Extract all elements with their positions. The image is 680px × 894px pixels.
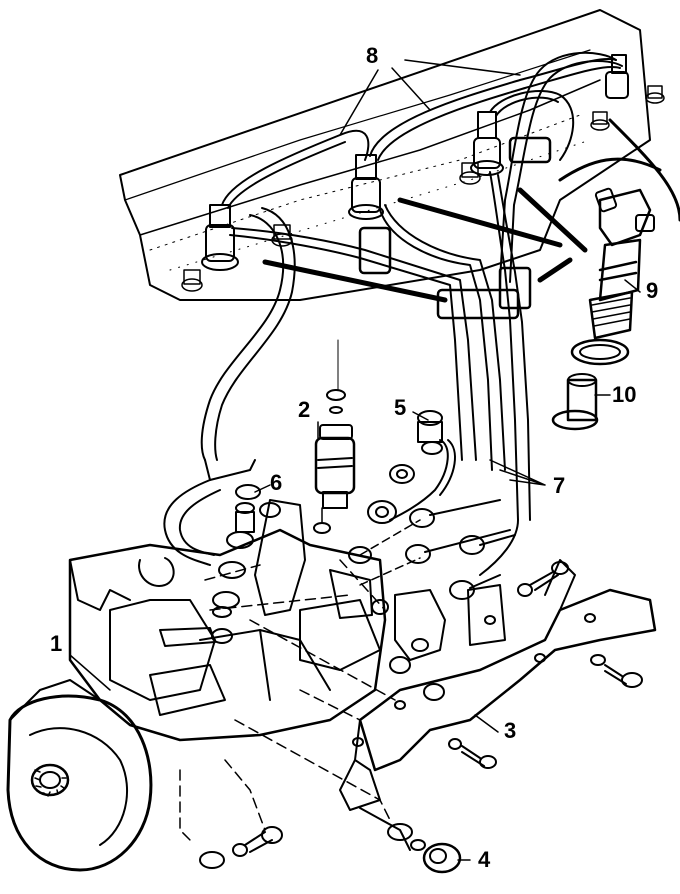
callout-3: 3 [504, 718, 517, 743]
delivery-valve-fittings [212, 484, 261, 618]
pipe-clamp [508, 136, 552, 164]
callout-8: 8 [366, 43, 379, 68]
callout-2: 2 [298, 397, 311, 422]
stop-solenoid [313, 339, 356, 534]
callout-10: 10 [612, 382, 637, 407]
pipe-clamp [358, 226, 392, 275]
injector-cyl-4 [605, 54, 629, 99]
banjo-bolt [348, 410, 456, 564]
injector-cyl-3 [470, 111, 504, 176]
pipe-clamp [498, 266, 532, 310]
leak-off-hose [163, 207, 296, 566]
assembly-dashed-lines [179, 559, 396, 841]
injector-detail [551, 187, 655, 431]
callout-9: 9 [646, 278, 659, 303]
injector-cyl-1 [201, 204, 239, 271]
injector-pipes [221, 51, 623, 576]
pump-bracket [339, 559, 657, 811]
head-bolt [459, 162, 481, 185]
drive-gear [30, 763, 70, 797]
washer [570, 338, 630, 366]
callout-5: 5 [394, 395, 407, 420]
heat-shield-washer [551, 409, 599, 431]
pipe-clamp [436, 288, 520, 320]
head-bolt [645, 85, 665, 104]
injector-cyl-2 [348, 154, 384, 220]
pipe-union-nuts [359, 499, 516, 600]
head-bolt [181, 269, 203, 292]
callout-pointers [69, 59, 641, 861]
callout-1: 1 [50, 631, 63, 656]
injection-pump [6, 499, 387, 872]
adjust-knob [422, 842, 462, 874]
callout-7: 7 [553, 473, 566, 498]
callout-4: 4 [478, 847, 491, 872]
fasteners [199, 561, 643, 874]
head-bolt [590, 111, 610, 131]
callout-6: 6 [270, 470, 283, 495]
pump-flange [6, 694, 153, 872]
